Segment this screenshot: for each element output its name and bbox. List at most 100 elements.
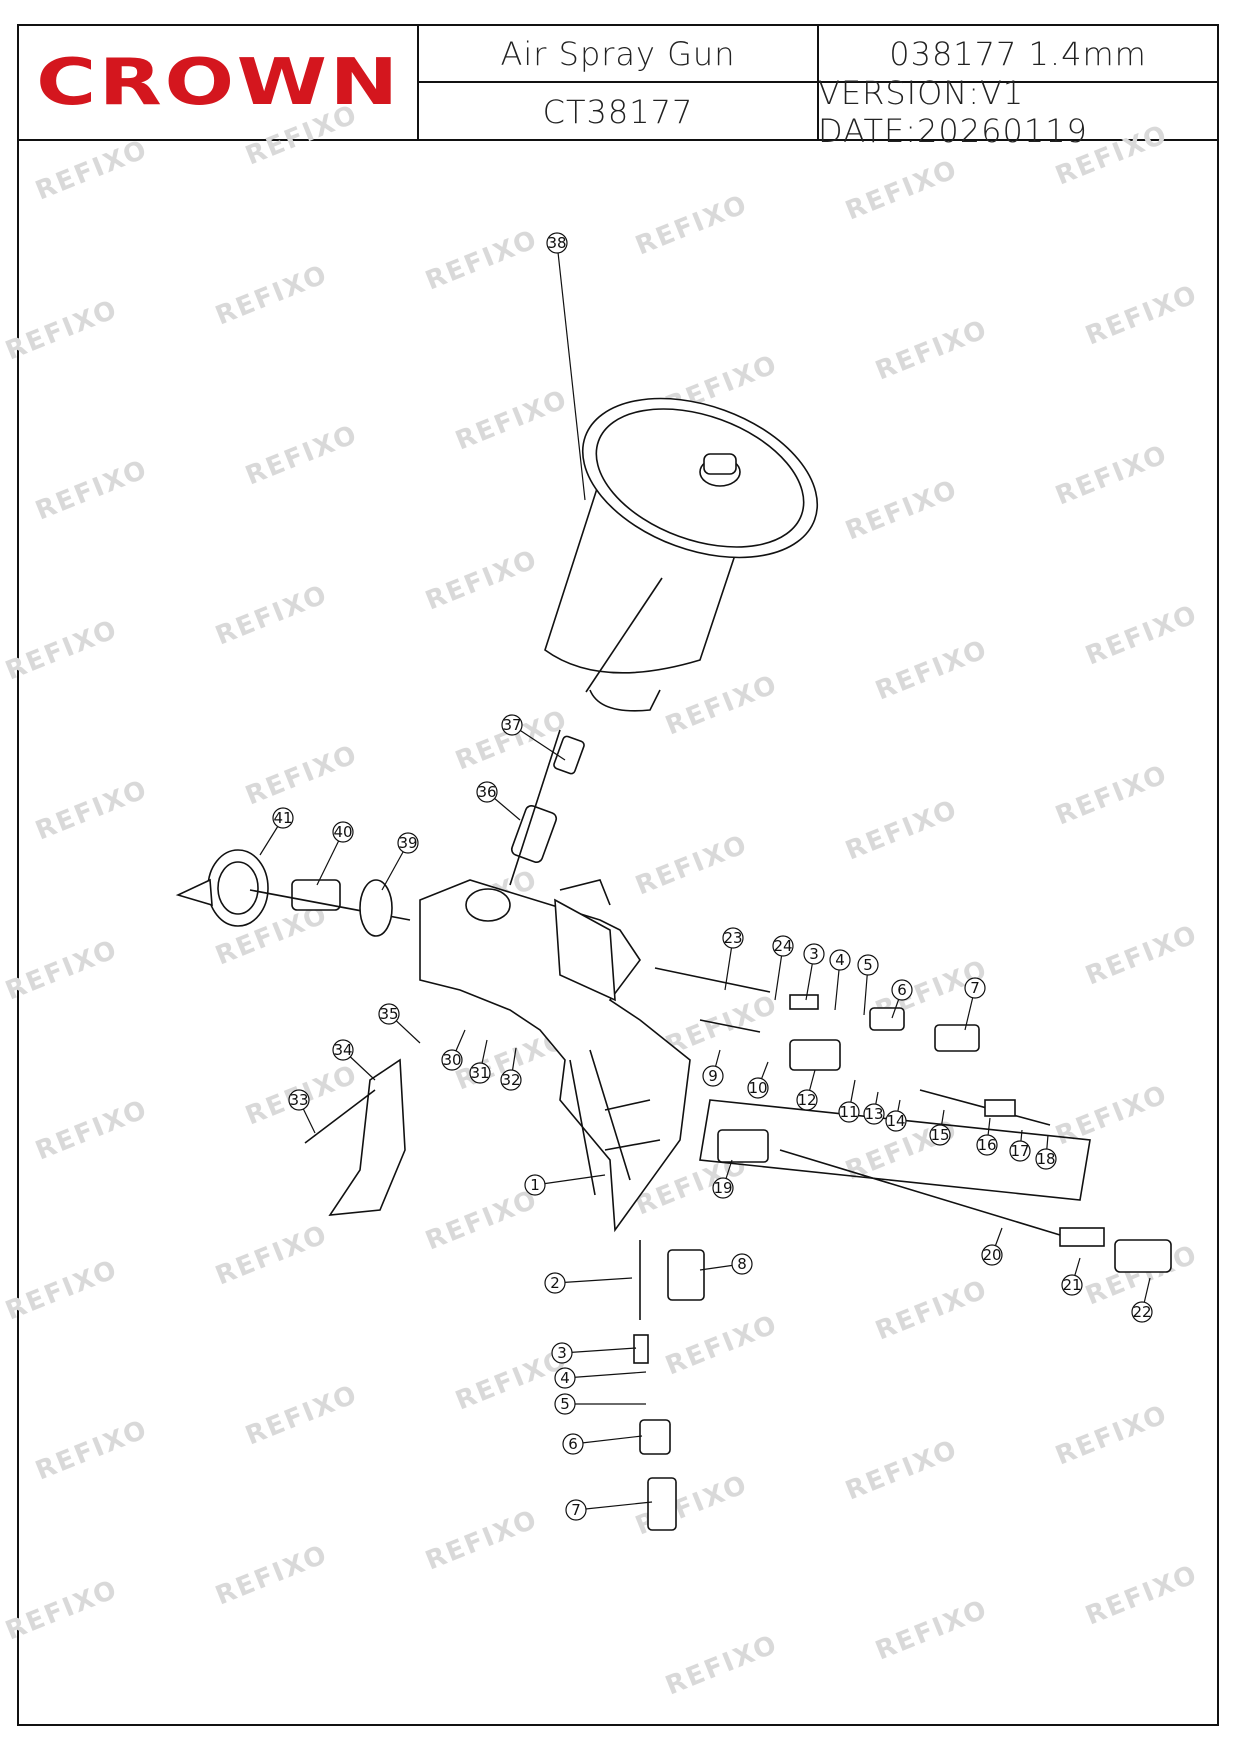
- callout-circle: [332, 1039, 354, 1061]
- callout-9: 9: [702, 1049, 724, 1087]
- callout-circle: [976, 1134, 998, 1156]
- watermark-text: REFIXO: [31, 454, 152, 526]
- callout-16: 16: [976, 1117, 998, 1156]
- watermark-text: REFIXO: [661, 669, 782, 741]
- callout-circle: [702, 1065, 724, 1087]
- callout-14: 14: [885, 1099, 907, 1132]
- baffle-ring: [359, 879, 393, 937]
- callout-number: 7: [970, 979, 980, 997]
- callout-4: 4: [829, 949, 851, 1011]
- callout-circle: [469, 1062, 491, 1084]
- callout-7: 7: [565, 1499, 653, 1521]
- watermark-text: REFIXO: [31, 134, 152, 206]
- callout-38: 38: [546, 232, 586, 501]
- leader-line: [556, 242, 586, 501]
- callout-circle: [332, 821, 354, 843]
- watermark-text: REFIXO: [661, 1629, 782, 1701]
- callout-circle: [891, 979, 913, 1001]
- watermark-text: REFIXO: [241, 419, 362, 491]
- callout-circle: [441, 1049, 463, 1071]
- callout-number: 5: [863, 956, 873, 974]
- knob-22: [1114, 1239, 1172, 1273]
- leader-line: [554, 1277, 633, 1284]
- watermark-text: REFIXO: [421, 1184, 542, 1256]
- callout-number: 8: [737, 1255, 747, 1273]
- cap-lower-7: [647, 1477, 677, 1531]
- callout-circle: [1061, 1274, 1083, 1296]
- callout-circle: [562, 1433, 584, 1455]
- part-6: [869, 1007, 905, 1031]
- watermark-text: REFIXO: [661, 1309, 782, 1381]
- callout-3: 3: [551, 1342, 637, 1364]
- callout-number: 14: [886, 1112, 905, 1130]
- callout-circle: [712, 1177, 734, 1199]
- pin-9: [699, 1019, 761, 1033]
- callout-number: 41: [273, 809, 292, 827]
- callout-2: 2: [544, 1272, 633, 1294]
- callout-circle: [1035, 1148, 1057, 1170]
- callout-31: 31: [469, 1039, 491, 1084]
- leader-line: [534, 1174, 606, 1186]
- leader-line: [564, 1371, 647, 1379]
- brand-logo: CROWN: [18, 25, 418, 140]
- spring-16: [984, 1099, 1016, 1117]
- callout-number: 32: [501, 1071, 520, 1089]
- watermark-text: REFIXO: [211, 1539, 332, 1611]
- parts-linework: [175, 397, 1172, 1531]
- callout-number: 17: [1010, 1142, 1029, 1160]
- callout-circle: [772, 935, 794, 957]
- callout-number: 9: [708, 1067, 718, 1085]
- callout-15: 15: [929, 1109, 951, 1146]
- callout-circle: [1009, 1140, 1031, 1162]
- watermark-text: REFIXO: [31, 1094, 152, 1166]
- callout-37: 37: [501, 714, 566, 761]
- callout-number: 35: [379, 1005, 398, 1023]
- callout-circle: [565, 1499, 587, 1521]
- valve-12: [789, 1039, 841, 1071]
- cap-7: [934, 1024, 980, 1052]
- callout-number: 5: [560, 1395, 570, 1413]
- callout-39: 39: [381, 832, 419, 891]
- callout-22: 22: [1131, 1277, 1153, 1323]
- callout-number: 36: [477, 783, 496, 801]
- callout-number: 11: [839, 1103, 858, 1121]
- watermark-text: REFIXO: [211, 1219, 332, 1291]
- callout-18: 18: [1035, 1134, 1057, 1170]
- callout-circle: [288, 1089, 310, 1111]
- callout-24: 24: [772, 935, 794, 1001]
- callout-circle: [803, 943, 825, 965]
- watermark-text: REFIXO: [631, 829, 752, 901]
- callout-circle: [838, 1101, 860, 1123]
- watermark-text: REFIXO: [1051, 1079, 1172, 1151]
- callout-number: 39: [398, 834, 417, 852]
- spring-21: [1059, 1227, 1105, 1247]
- cup-inlet-fitting: [509, 729, 585, 886]
- callout-4: 4: [554, 1367, 647, 1389]
- watermark-text: REFIXO: [1051, 1399, 1172, 1471]
- watermark-text: REFIXO: [631, 189, 752, 261]
- callout-number: 2: [550, 1274, 560, 1292]
- callout-number: 1: [530, 1176, 540, 1194]
- callout-number: 23: [723, 929, 742, 947]
- watermark-text: REFIXO: [841, 1434, 962, 1506]
- callout-number: 6: [897, 981, 907, 999]
- watermark-text: REFIXO: [871, 1594, 992, 1666]
- watermark-text: REFIXO: [841, 794, 962, 866]
- callout-33: 33: [288, 1089, 316, 1134]
- callout-20: 20: [981, 1227, 1003, 1266]
- callout-number: 7: [571, 1501, 581, 1519]
- callout-number: 19: [713, 1179, 732, 1197]
- needle-20: [779, 1149, 1061, 1236]
- callout-5: 5: [857, 954, 879, 1016]
- leader-line: [575, 1501, 653, 1511]
- callout-circle: [476, 781, 498, 803]
- callout-circle: [722, 927, 744, 949]
- callout-number: 12: [797, 1091, 816, 1109]
- callout-number: 21: [1062, 1276, 1081, 1294]
- callout-7: 7: [964, 977, 986, 1031]
- watermark-text: REFIXO: [1, 294, 122, 366]
- callout-circle: [929, 1124, 951, 1146]
